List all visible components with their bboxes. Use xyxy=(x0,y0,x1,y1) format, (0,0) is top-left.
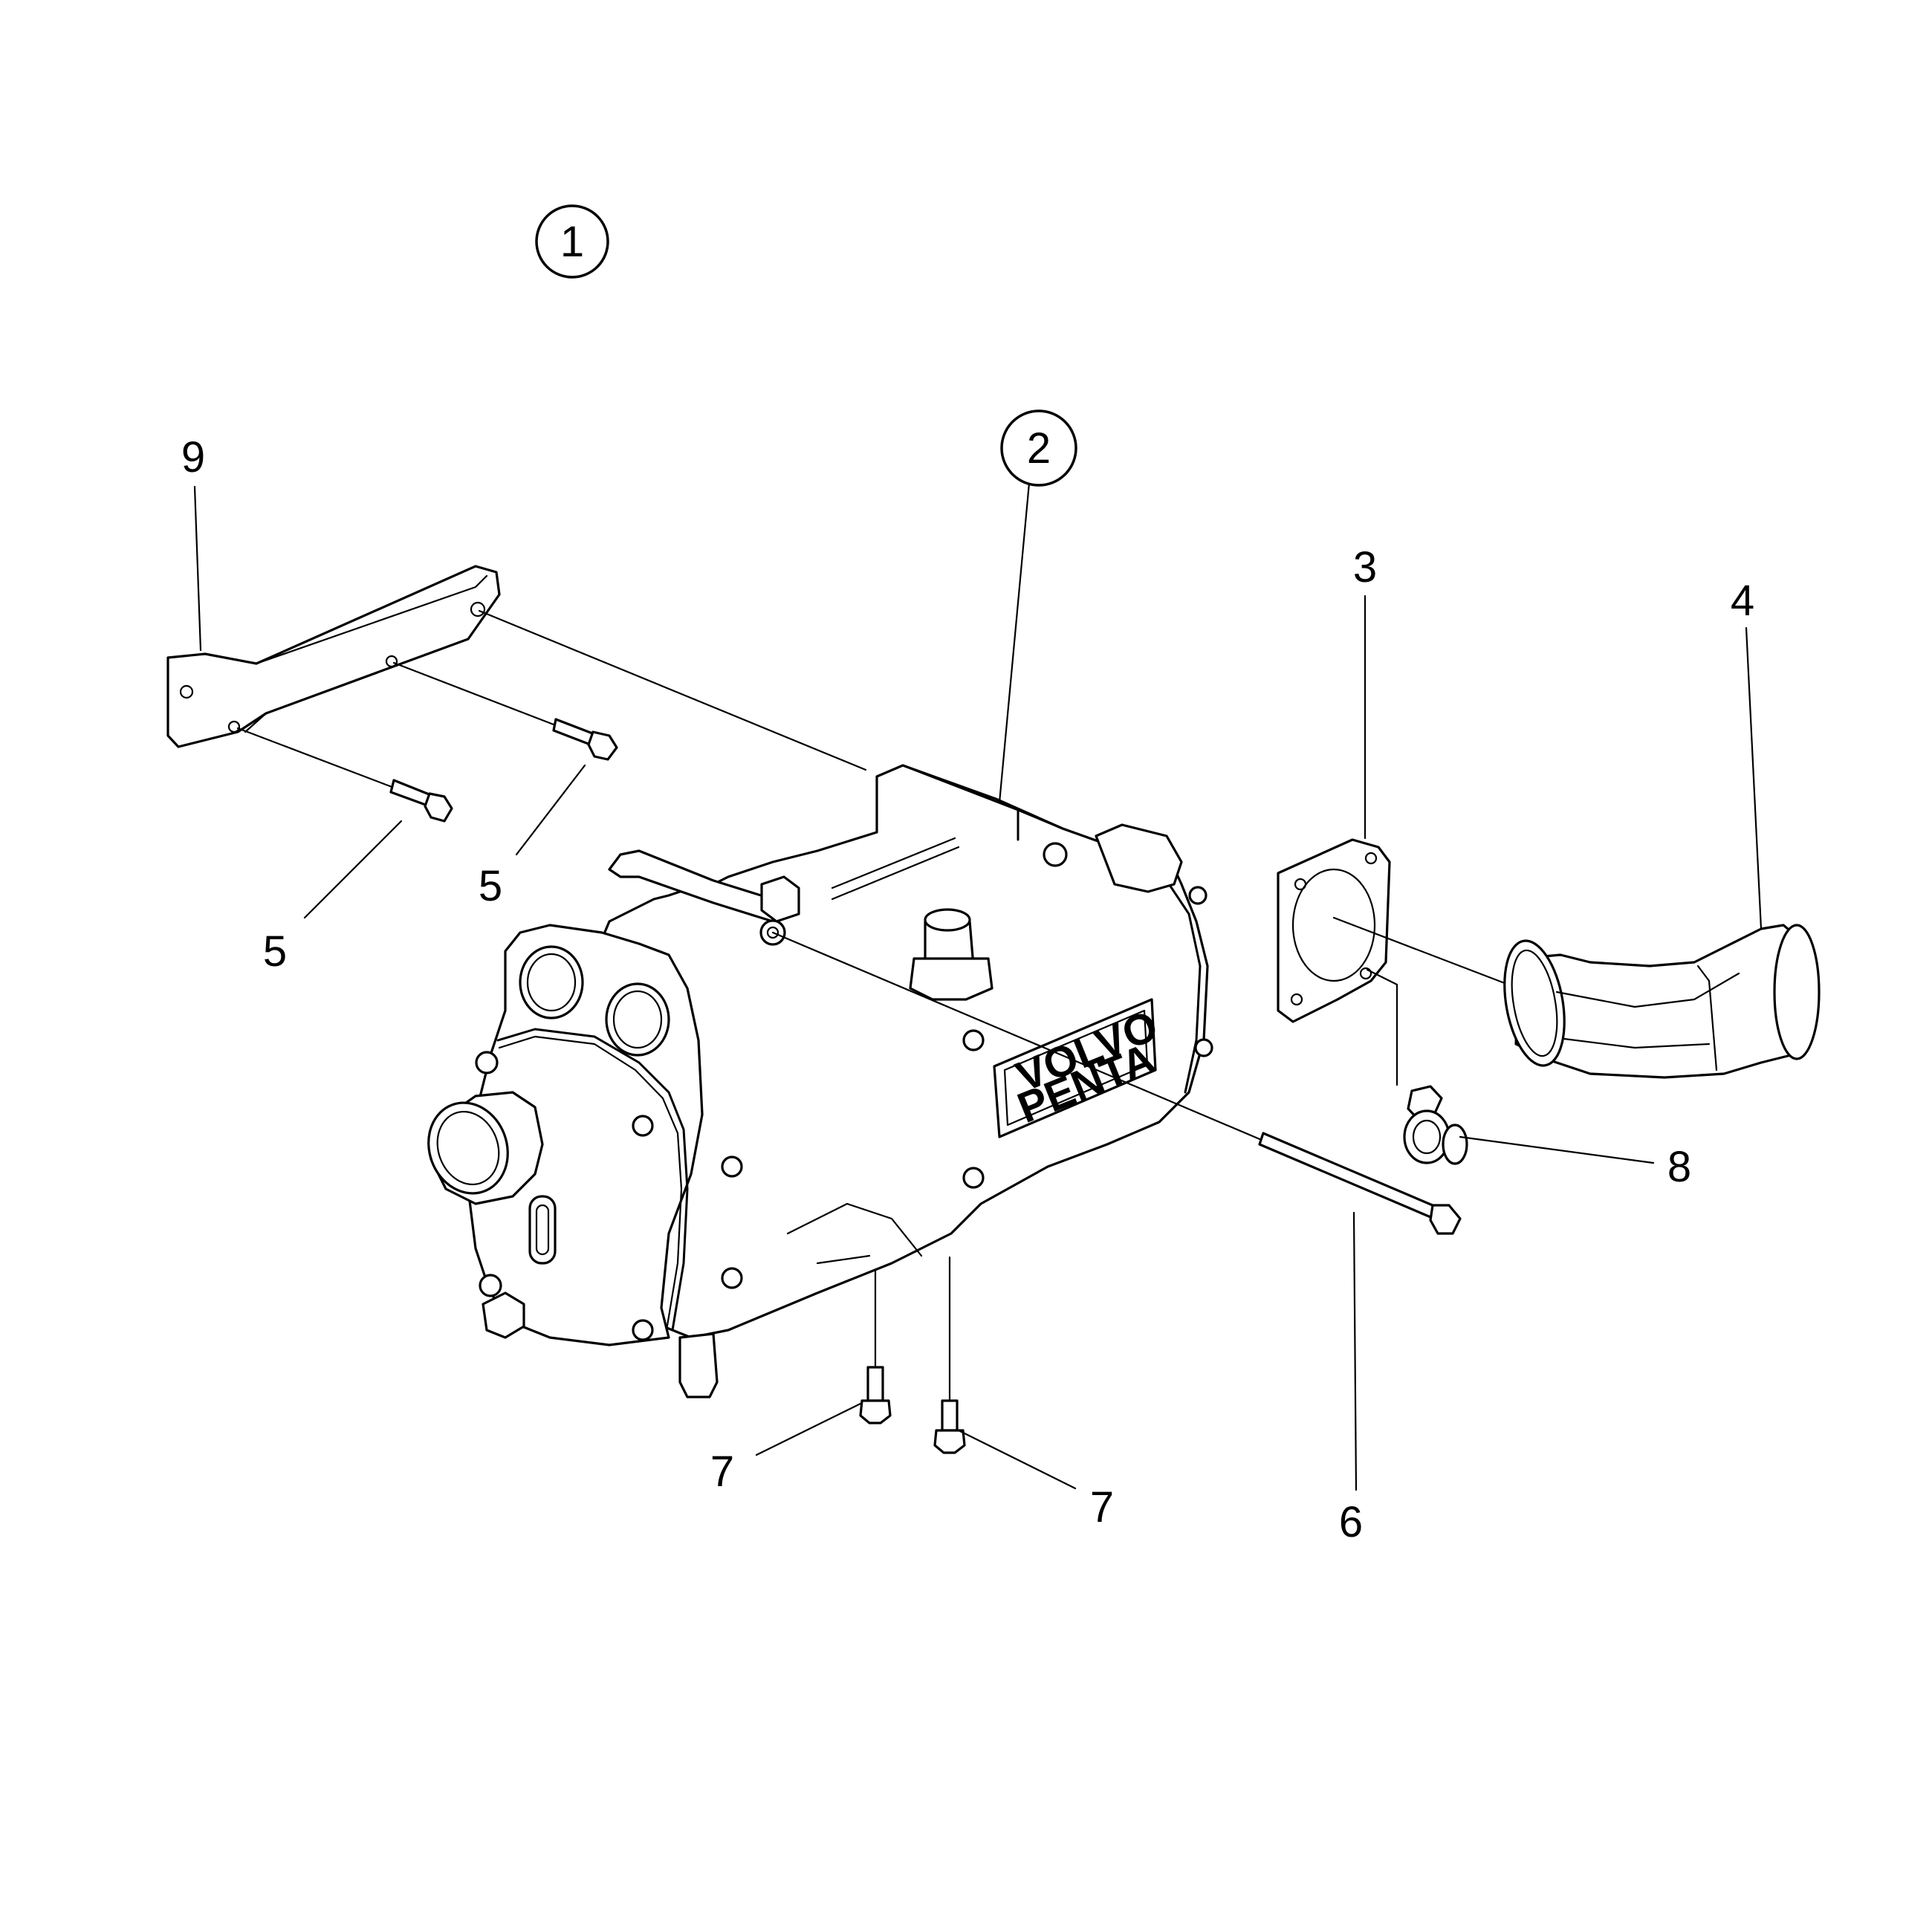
callout-2: 2 xyxy=(1000,409,1077,487)
callout-7-right: 7 xyxy=(1090,1483,1114,1531)
leader-9 xyxy=(193,485,202,652)
leader-5a xyxy=(303,820,403,919)
alignment-line-gasket xyxy=(1332,916,1510,986)
leader-7b xyxy=(957,1429,1077,1490)
hose-clamp-part-8[interactable] xyxy=(1403,1085,1468,1165)
leader-5b xyxy=(515,764,586,856)
elbow-pipe-part-4[interactable] xyxy=(1496,924,1821,1079)
leader-6 xyxy=(1352,1211,1358,1491)
callout-4: 4 xyxy=(1731,577,1754,625)
leader-4 xyxy=(1745,626,1763,930)
callout-circle xyxy=(1000,409,1077,487)
callout-circle xyxy=(535,204,609,279)
callout-5-lower: 5 xyxy=(263,927,287,976)
leader-lines xyxy=(193,482,1763,1491)
leader-2 xyxy=(998,482,1031,804)
bracket-part-9[interactable] xyxy=(166,565,501,748)
callout-7-left: 7 xyxy=(710,1448,734,1496)
callout-5-upper: 5 xyxy=(479,862,502,910)
callout-1: 1 xyxy=(535,204,609,279)
leader-8 xyxy=(1459,1135,1655,1164)
bolt-part-5-upper[interactable] xyxy=(392,661,618,761)
bolt-part-5-lower[interactable] xyxy=(236,727,453,823)
callout-label: 1 xyxy=(560,218,584,266)
callout-3: 3 xyxy=(1353,543,1377,591)
heat-exchanger-assembly-part-2[interactable]: VOLVO PENTA xyxy=(416,764,1213,1398)
volvo-penta-nameplate: VOLVO PENTA xyxy=(993,998,1164,1138)
callout-6: 6 xyxy=(1339,1498,1363,1546)
callout-8: 8 xyxy=(1667,1143,1691,1191)
callout-9: 9 xyxy=(181,433,205,482)
alignment-line-bracket xyxy=(478,609,867,771)
long-bolt-part-6[interactable] xyxy=(771,931,1462,1235)
leader-7a xyxy=(755,1401,863,1456)
bolt-part-7-right[interactable] xyxy=(933,1256,966,1454)
bolt-part-7-left[interactable] xyxy=(859,1269,892,1424)
alignment-line-clamp xyxy=(1366,968,1398,986)
callout-label: 2 xyxy=(1027,424,1051,473)
gasket-part-3[interactable] xyxy=(1277,838,1391,1023)
